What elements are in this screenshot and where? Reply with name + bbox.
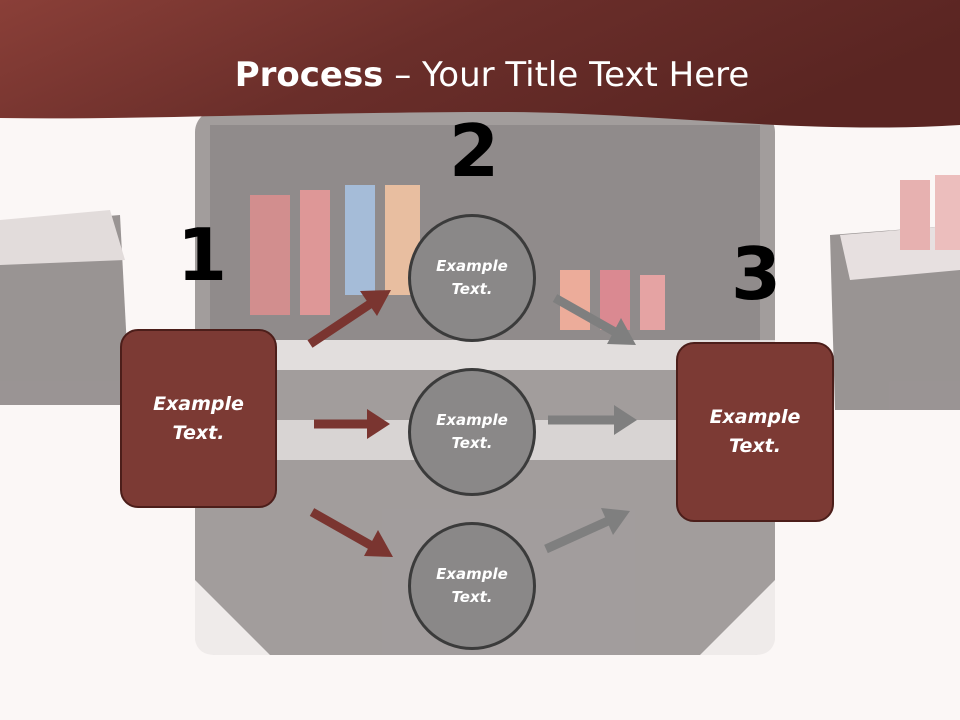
- step-number-2: 2: [449, 109, 500, 193]
- left-step-box: Example Text.: [120, 329, 277, 508]
- title-bold: Process: [234, 55, 384, 95]
- title-rest: – Your Title Text Here: [383, 55, 750, 95]
- left-step-label: Example Text.: [153, 392, 244, 444]
- right-step-box: Example Text.: [676, 342, 834, 522]
- right-step-label: Example Text.: [709, 406, 801, 457]
- circle-label: Example Text.: [436, 565, 508, 606]
- step-number-1: 1: [177, 213, 228, 297]
- step-number-3: 3: [731, 232, 782, 316]
- process-circle-bottom: Example Text.: [408, 522, 536, 650]
- process-circle-middle: Example Text.: [408, 368, 536, 496]
- circle-label: Example Text.: [436, 411, 508, 452]
- slide-title: Process – Your Title Text Here: [0, 50, 960, 100]
- circle-label: Example Text.: [436, 257, 508, 298]
- process-circle-top: Example Text.: [408, 214, 536, 342]
